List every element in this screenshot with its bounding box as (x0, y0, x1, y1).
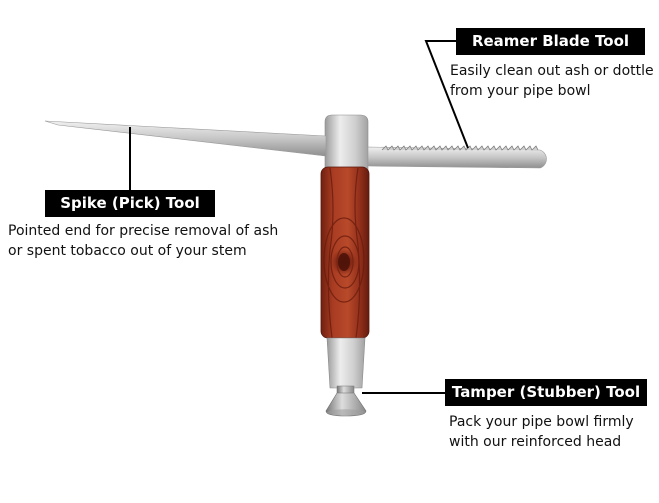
spike-description-line: or spent tobacco out of your stem (8, 243, 247, 259)
spike-label: Spike (Pick) Tool (45, 190, 215, 217)
tamper-description-line: Pack your pipe bowl firmly (449, 414, 634, 430)
tool-upper-shank (324, 114, 369, 173)
wooden-handle (320, 166, 370, 339)
reamer-description-line: Easily clean out ash or dottle (450, 63, 654, 79)
reamer-leader-line (424, 40, 469, 149)
reamer-label: Reamer Blade Tool (456, 28, 645, 55)
tamper-description-line: with our reinforced head (449, 434, 622, 450)
reamer-blade (367, 145, 547, 169)
tamper-head (325, 385, 367, 417)
spike-label-text: Spike (Pick) Tool (60, 194, 200, 212)
spike-pick-blade (44, 120, 327, 157)
tamper-label-text: Tamper (Stubber) Tool (451, 383, 641, 401)
spike-description-line: Pointed end for precise removal of ash (8, 223, 279, 239)
reamer-description-line: from your pipe bowl (450, 83, 591, 99)
reamer-label-text: Reamer Blade Tool (471, 32, 630, 50)
spike-description: Pointed end for precise removal of ash o… (8, 221, 278, 261)
tamper-label: Tamper (Stubber) Tool (445, 379, 647, 406)
tamper-description: Pack your pipe bowl firmly with our rein… (449, 412, 634, 452)
tool-lower-shank (326, 337, 366, 389)
callout-lines (129, 40, 469, 394)
reamer-description: Easily clean out ash or dottle from your… (450, 61, 654, 101)
